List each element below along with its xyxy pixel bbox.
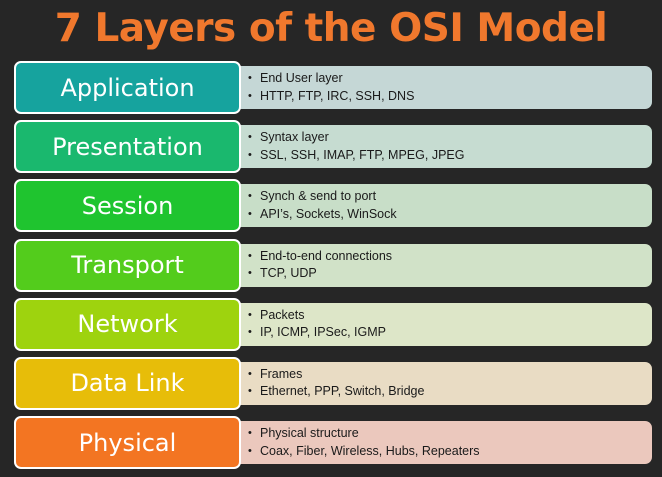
- layer-details: • Physical structure • Coax, Fiber, Wirele…: [220, 421, 652, 465]
- osi-layer-stack: • End User layer • HTTP, FTP, IRC, SSH, DN…: [14, 61, 654, 475]
- layer-network: • Packets • IP, ICMP, IPSec, IGMP Network: [14, 297, 654, 351]
- bullet-icon: •: [248, 444, 252, 457]
- bullet-icon: •: [248, 89, 252, 102]
- layer-transport: • End-to-end connections • TCP, UDP Transp…: [14, 238, 654, 292]
- detail-item: • Physical structure: [248, 425, 652, 443]
- layer-details: • End-to-end connections • TCP, UDP: [220, 243, 652, 287]
- bullet-icon: •: [248, 131, 252, 144]
- detail-text: Synch & send to port: [260, 189, 377, 204]
- layer-physical: • Physical structure • Coax, Fiber, Wirele…: [14, 416, 654, 470]
- detail-item: • IP, ICMP, IPSec, IGMP: [248, 324, 652, 342]
- detail-item: • API’s, Sockets, WinSock: [248, 206, 652, 224]
- layer-presentation: • Syntax layer • SSL, SSH, IMAP, FTP, MPEG…: [14, 120, 654, 174]
- bullet-icon: •: [248, 326, 252, 339]
- bullet-icon: •: [248, 385, 252, 398]
- bullet-icon: •: [248, 367, 252, 380]
- detail-text: TCP, UDP: [260, 266, 317, 281]
- detail-text: Physical structure: [260, 426, 359, 441]
- layer-name: Presentation: [14, 120, 241, 174]
- detail-item: • TCP, UDP: [248, 265, 652, 283]
- bullet-icon: •: [248, 207, 252, 220]
- layer-name: Network: [14, 297, 241, 351]
- detail-item: • HTTP, FTP, IRC, SSH, DNS: [248, 88, 652, 106]
- detail-text: IP, ICMP, IPSec, IGMP: [260, 325, 386, 340]
- layer-data-link: • Frames • Ethernet, PPP, Switch, Bridge D…: [14, 356, 654, 410]
- layer-details: • Syntax layer • SSL, SSH, IMAP, FTP, MPEG…: [220, 125, 652, 169]
- detail-text: Syntax layer: [260, 130, 329, 145]
- layer-name: Physical: [14, 416, 241, 470]
- detail-text: Frames: [260, 366, 303, 381]
- detail-item: • Coax, Fiber, Wireless, Hubs, Repeaters: [248, 443, 652, 461]
- page-title: 7 Layers of the OSI Model: [54, 6, 608, 51]
- detail-text: Packets: [260, 307, 305, 322]
- layer-session: • Synch & send to port • API’s, Sockets, W…: [14, 179, 654, 233]
- detail-text: Ethernet, PPP, Switch, Bridge: [260, 384, 425, 399]
- detail-item: • End User layer: [248, 70, 652, 88]
- layer-details: • Frames • Ethernet, PPP, Switch, Bridge: [220, 361, 652, 405]
- bullet-icon: •: [248, 249, 252, 262]
- layer-details: • End User layer • HTTP, FTP, IRC, SSH, DN…: [220, 66, 652, 109]
- bullet-icon: •: [248, 190, 252, 203]
- bullet-icon: •: [248, 308, 252, 321]
- detail-item: • Packets: [248, 307, 652, 325]
- detail-item: • Synch & send to port: [248, 188, 652, 206]
- bullet-icon: •: [248, 267, 252, 280]
- detail-item: • Ethernet, PPP, Switch, Bridge: [248, 383, 652, 401]
- detail-item: • End-to-end connections: [248, 248, 652, 266]
- detail-text: End-to-end connections: [260, 248, 393, 263]
- bullet-icon: •: [248, 72, 252, 84]
- layer-name: Application: [14, 61, 241, 114]
- layer-name: Session: [14, 179, 241, 233]
- detail-text: End User layer: [260, 71, 343, 85]
- detail-text: HTTP, FTP, IRC, SSH, DNS: [260, 88, 415, 103]
- detail-text: Coax, Fiber, Wireless, Hubs, Repeaters: [260, 443, 480, 458]
- detail-item: • SSL, SSH, IMAP, FTP, MPEG, JPEG: [248, 147, 652, 165]
- detail-text: SSL, SSH, IMAP, FTP, MPEG, JPEG: [260, 147, 465, 162]
- bullet-icon: •: [248, 427, 252, 440]
- bullet-icon: •: [248, 148, 252, 161]
- layer-details: • Packets • IP, ICMP, IPSec, IGMP: [220, 302, 652, 346]
- detail-item: • Frames: [248, 366, 652, 384]
- layer-application: • End User layer • HTTP, FTP, IRC, SSH, DN…: [14, 61, 654, 114]
- detail-text: API’s, Sockets, WinSock: [260, 206, 397, 221]
- layer-details: • Synch & send to port • API’s, Sockets, W…: [220, 184, 652, 228]
- layer-name: Data Link: [14, 356, 241, 410]
- layer-name: Transport: [14, 238, 241, 292]
- detail-item: • Syntax layer: [248, 129, 652, 147]
